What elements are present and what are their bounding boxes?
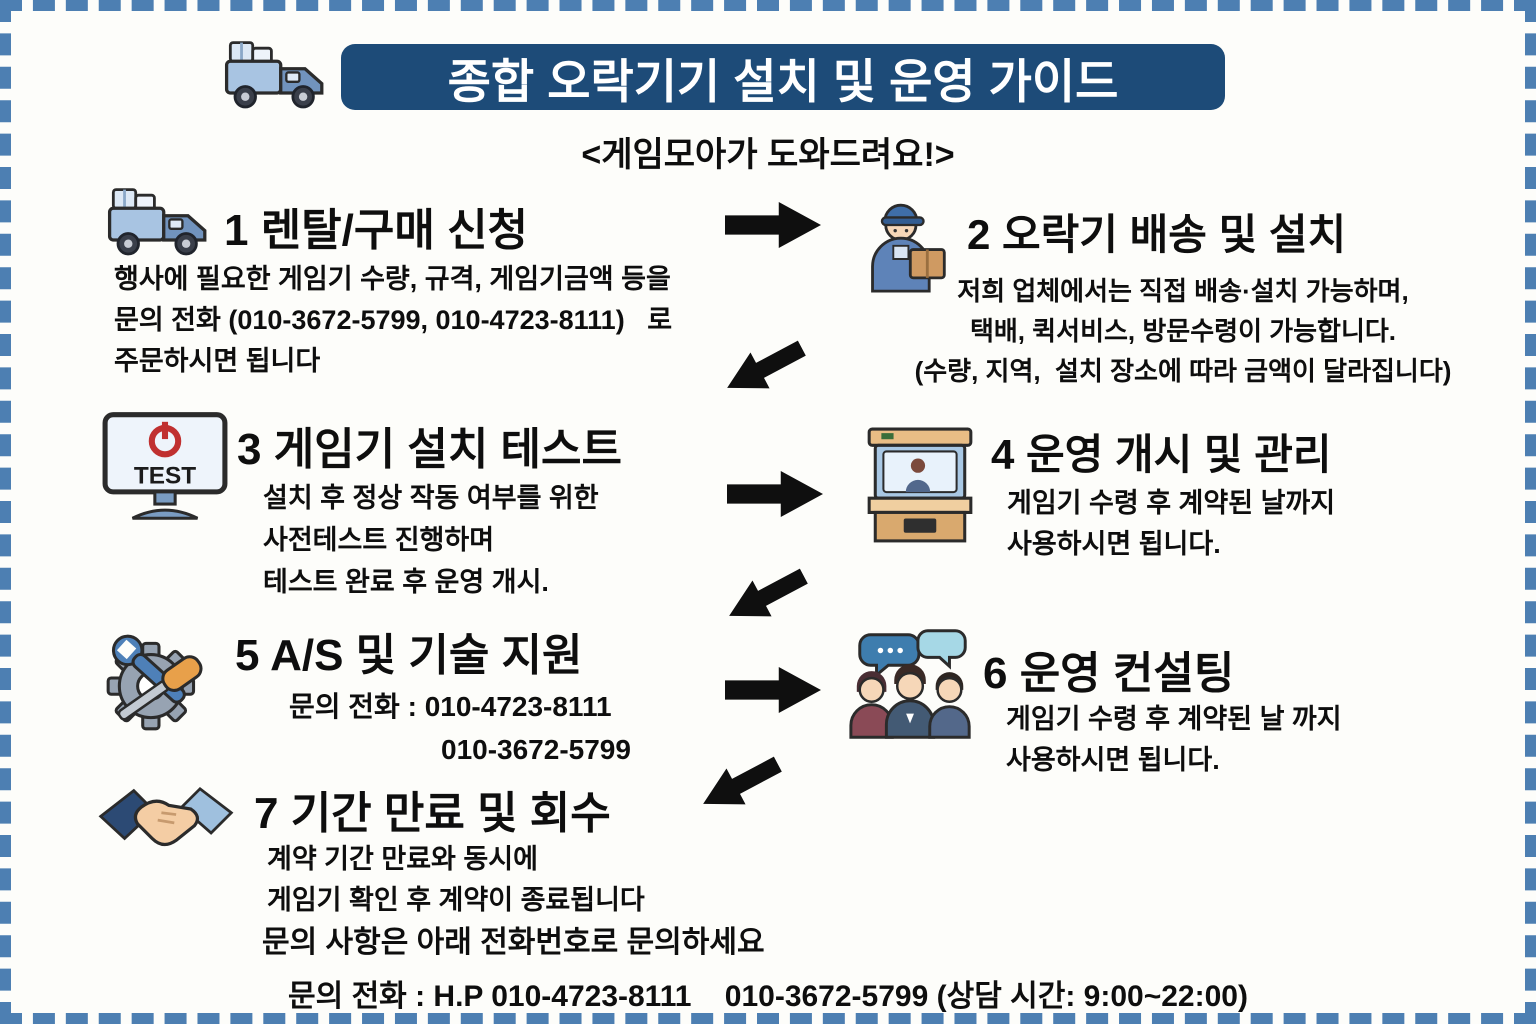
arrow-step6-to-step7-icon	[695, 751, 785, 817]
step-6-title: 6 운영 컨설팅	[983, 649, 1235, 698]
step-1-body: 행사에 필요한 게임기 수량, 규격, 게임기금액 등을 문의 전화 (010-…	[114, 259, 672, 382]
consulting-icon	[843, 627, 981, 741]
step-line: 설치 후 정상 작동 여부를 위한	[263, 483, 599, 513]
step-line: 택배, 퀵서비스, 방문수령이 가능합니다.	[969, 316, 1397, 346]
arrow-step2-to-step3-icon	[719, 335, 809, 401]
step-line: 게임기 수령 후 계약된 날 까지	[1006, 704, 1342, 734]
delivery-truck-icon	[219, 37, 335, 121]
step-line: 주문하시면 됩니다	[114, 346, 321, 376]
step-5-body: 문의 전화 : 010-4723-8111 010-3672-5799	[289, 685, 631, 771]
page-subtitle: <게임모아가 도와드려요!>	[581, 136, 955, 174]
step-4-body: 게임기 수령 후 계약된 날까지 사용하시면 됩니다.	[1007, 483, 1335, 565]
step-line: 문의 전화 (010-3672-5799, 010-4723-8111) 로	[114, 305, 673, 335]
arcade-machine-icon	[859, 425, 981, 547]
step-line: 사전테스트 진행하며	[263, 525, 495, 555]
step-3-title: 3 게임기 설치 테스트	[237, 425, 622, 474]
arrow-step5-to-step6-icon	[725, 665, 821, 715]
step-5-title: 5 A/S 및 기술 지원	[235, 631, 583, 680]
step-3-body: 설치 후 정상 작동 여부를 위한 사전테스트 진행하며 테스트 완료 후 운영…	[263, 477, 599, 603]
test-label: TEST	[134, 463, 196, 490]
tools-icon	[89, 619, 231, 741]
delivery-person-icon	[857, 191, 957, 293]
arrow-step1-to-step2-icon	[725, 200, 821, 250]
step-line: 게임기 확인 후 계약이 종료됩니다	[267, 885, 645, 915]
step-line: 계약 기간 만료와 동시에	[267, 844, 538, 874]
step-line: 문의 전화 : 010-4723-8111	[289, 691, 612, 722]
contact-note: 문의 사항은 아래 전화번호로 문의하세요	[262, 926, 765, 959]
step-4-title: 4 운영 개시 및 관리	[991, 431, 1332, 478]
step-6-body: 게임기 수령 후 계약된 날 까지 사용하시면 됩니다.	[1006, 699, 1342, 781]
step-1-title: 1 렌탈/구매 신청	[224, 206, 529, 255]
step-line: 010-3672-5799	[441, 734, 631, 765]
step-line: 행사에 필요한 게임기 수량, 규격, 게임기금액 등을	[114, 264, 671, 294]
step-2-title: 2 오락기 배송 및 설치	[967, 211, 1347, 258]
step-7-body: 계약 기간 만료와 동시에 게임기 확인 후 계약이 종료됩니다	[267, 839, 645, 921]
step-line: 사용하시면 됩니다.	[1007, 529, 1221, 559]
step-line: 게임기 수령 후 계약된 날까지	[1007, 488, 1336, 518]
handshake-icon	[97, 777, 235, 865]
step-line: 저희 업체에서는 직접 배송·설치 가능하며,	[957, 276, 1409, 306]
footer-contact: 문의 전화 : H.P 010-4723-8111 010-3672-5799 …	[288, 980, 1248, 1013]
page-title: 종합 오락기기 설치 및 운영 가이드	[341, 44, 1225, 110]
arrow-step4-to-step5-icon	[721, 563, 811, 629]
arrow-step3-to-step4-icon	[727, 469, 823, 519]
step-line: 사용하시면 됩니다.	[1006, 745, 1220, 775]
step-7-title: 7 기간 만료 및 회수	[254, 789, 611, 838]
step-2-body: 저희 업체에서는 직접 배송·설치 가능하며, 택배, 퀵서비스, 방문수령이 …	[883, 271, 1483, 391]
step-line: 테스트 완료 후 운영 개시.	[263, 567, 549, 597]
delivery-truck-icon	[104, 183, 216, 269]
test-monitor-icon: TEST	[99, 407, 231, 527]
step-line: (수량, 지역, 설치 장소에 따라 금액이 달라집니다)	[914, 356, 1452, 386]
